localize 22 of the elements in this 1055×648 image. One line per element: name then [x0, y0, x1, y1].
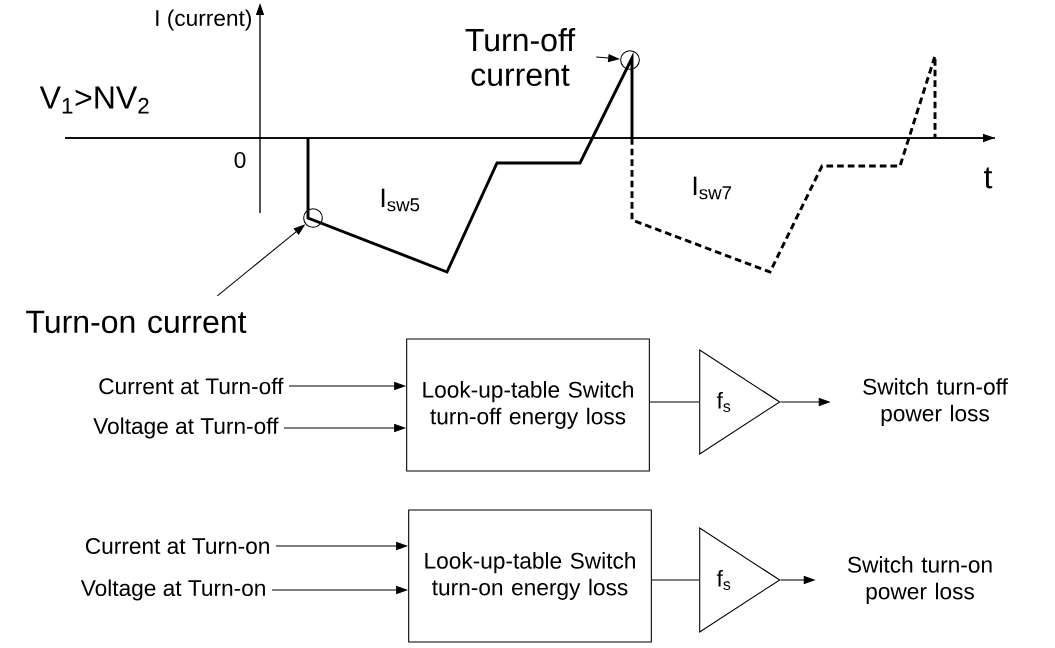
- waveform-label: I$_{sw7}$: [693, 176, 732, 200]
- gain-triangle: f$_{s}$: [699, 527, 781, 633]
- waveform-label: I$_{sw5}$: [381, 188, 420, 212]
- output-label: Switch turn-off power loss: [863, 378, 1008, 426]
- condition-label: V$_{1}$>NV$_{2}$: [39, 86, 149, 114]
- input-label: Current at Turn-on: [85, 537, 269, 555]
- marker-circle: [620, 50, 640, 70]
- lookup-table-box: Look-up-table Switch turn-on energy loss: [408, 509, 652, 643]
- connector-line: [649, 401, 700, 403]
- callout-text: Turn-on current: [26, 310, 247, 334]
- origin-label: 0: [234, 151, 246, 169]
- lookup-table-box: Look-up-table Switch turn-off energy loss: [406, 338, 650, 472]
- input-label: Current at Turn-off: [99, 377, 284, 395]
- input-label: Voltage at Turn-off: [93, 417, 279, 439]
- axis-label: I (current): [156, 9, 251, 31]
- marker-circle: [303, 208, 323, 228]
- gain-triangle: f$_{s}$: [699, 349, 781, 455]
- axis-label: t: [984, 167, 993, 189]
- connector-line: [651, 579, 700, 581]
- input-label: Voltage at Turn-on: [80, 579, 265, 601]
- output-label: Switch turn-on power loss: [847, 556, 992, 604]
- callout-text: Turn-off current: [465, 27, 576, 87]
